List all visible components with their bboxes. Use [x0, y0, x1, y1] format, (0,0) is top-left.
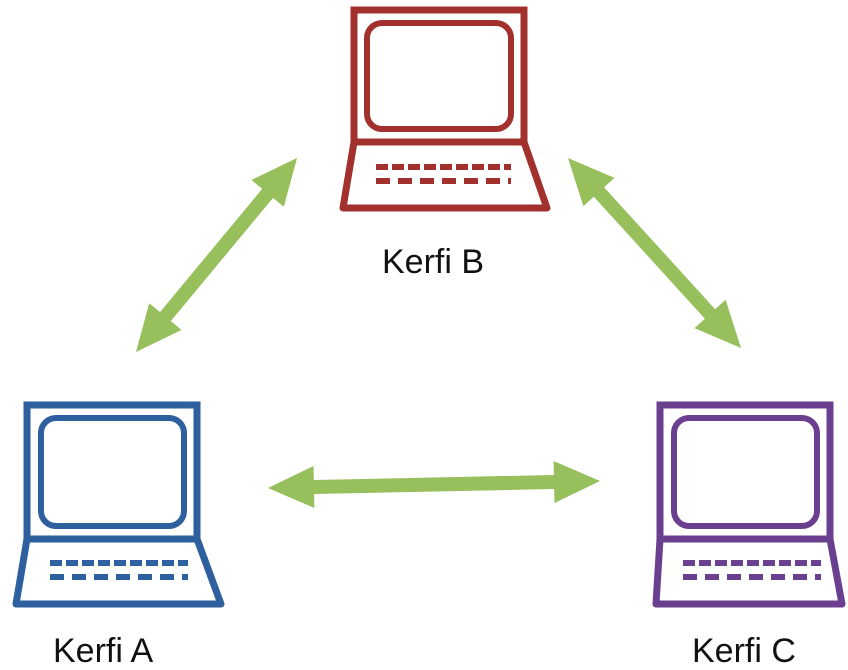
- label-kerfi-c: Kerfi C: [692, 632, 796, 670]
- laptop-icon: [652, 401, 846, 608]
- arrow-a-c: [268, 461, 600, 508]
- node-kerfi-c: [652, 401, 846, 608]
- label-kerfi-b: Kerfi B: [382, 243, 484, 281]
- label-kerfi-a: Kerfi A: [53, 632, 153, 670]
- laptop-icon: [12, 401, 225, 608]
- node-kerfi-a: [12, 401, 225, 608]
- arrow-b-c: [568, 158, 741, 348]
- laptop-icon: [339, 6, 551, 212]
- arrow-a-b: [136, 158, 297, 352]
- arrow-a-c-shape: [268, 461, 600, 508]
- arrow-b-c-shape: [568, 158, 741, 348]
- arrow-a-b-shape: [136, 158, 297, 352]
- node-kerfi-b: [339, 6, 551, 212]
